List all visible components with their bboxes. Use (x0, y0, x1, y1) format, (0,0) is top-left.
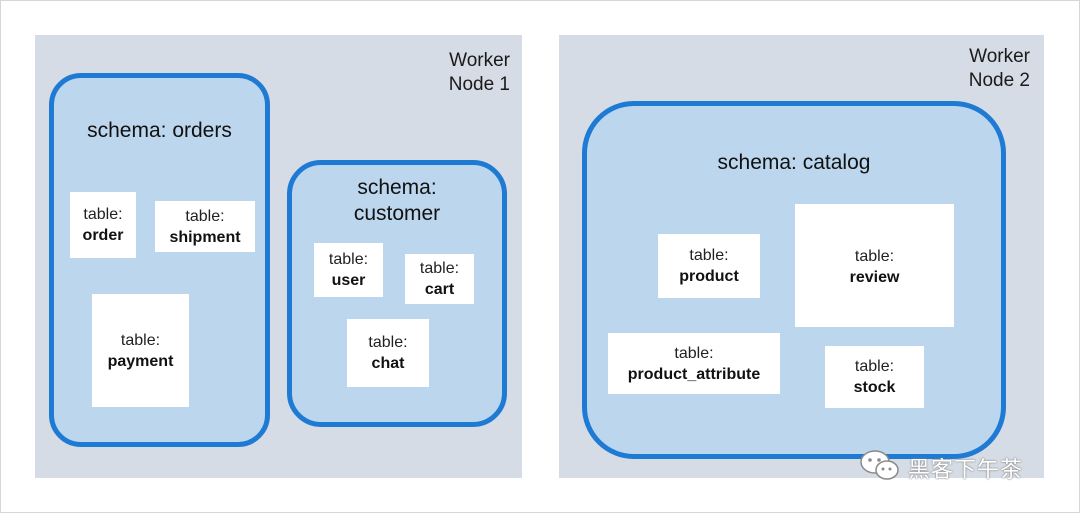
wechat-icon (858, 448, 902, 487)
node-label: Worker Node 2 (969, 45, 1030, 93)
watermark-text: 黑客下午茶 (908, 457, 1024, 483)
schema-title: schema: catalog (587, 150, 1001, 176)
table-label: table: (419, 260, 460, 277)
table-label: table: (368, 334, 408, 351)
node-label-line: Node 1 (448, 74, 510, 95)
table-order: table: order (70, 192, 136, 258)
table-name: stock (853, 379, 896, 396)
table-label: table: (854, 358, 895, 375)
table-name: product (679, 268, 739, 285)
table-name: payment (107, 352, 174, 370)
node-label-line: Node 2 (968, 70, 1030, 91)
schema-title-line: schema: orders (87, 119, 232, 142)
table-review: table: review (795, 204, 954, 327)
table-name: product_attribute (627, 365, 761, 383)
table-label: table: (328, 251, 369, 268)
watermark: 黑客下午茶 (858, 448, 1023, 487)
node-label: Worker Node 1 (449, 49, 510, 97)
table-chat: table: chat (347, 319, 429, 387)
table-label: table: (674, 344, 714, 362)
table-label: table: (120, 331, 161, 349)
node-label-line: Worker (449, 50, 510, 71)
table-user: table: user (314, 243, 383, 297)
node-label-line: Worker (969, 46, 1030, 67)
schema-title: schema: orders (54, 118, 265, 144)
table-name: chat (371, 355, 405, 372)
table-name: review (849, 269, 900, 286)
table-label: table: (83, 206, 123, 223)
table-stock: table: stock (825, 346, 924, 408)
table-product-attribute: table: product_attribute (608, 333, 780, 394)
table-name: cart (424, 281, 455, 298)
table-name: order (82, 227, 124, 244)
table-label: table: (854, 248, 895, 265)
table-product: table: product (658, 234, 760, 298)
table-label: table: (689, 247, 729, 264)
schema-title: schema: customer (292, 175, 502, 227)
table-name: shipment (169, 228, 241, 246)
table-cart: table: cart (405, 254, 474, 304)
table-shipment: table: shipment (155, 201, 255, 252)
schema-title-line: customer (353, 202, 441, 225)
table-label: table: (185, 207, 225, 225)
table-payment: table: payment (92, 294, 189, 407)
table-name: user (331, 272, 366, 289)
schema-title-line: schema: catalog (717, 151, 871, 174)
schema-orders: schema: orders (49, 73, 270, 447)
schema-title-line: schema: (357, 176, 437, 199)
